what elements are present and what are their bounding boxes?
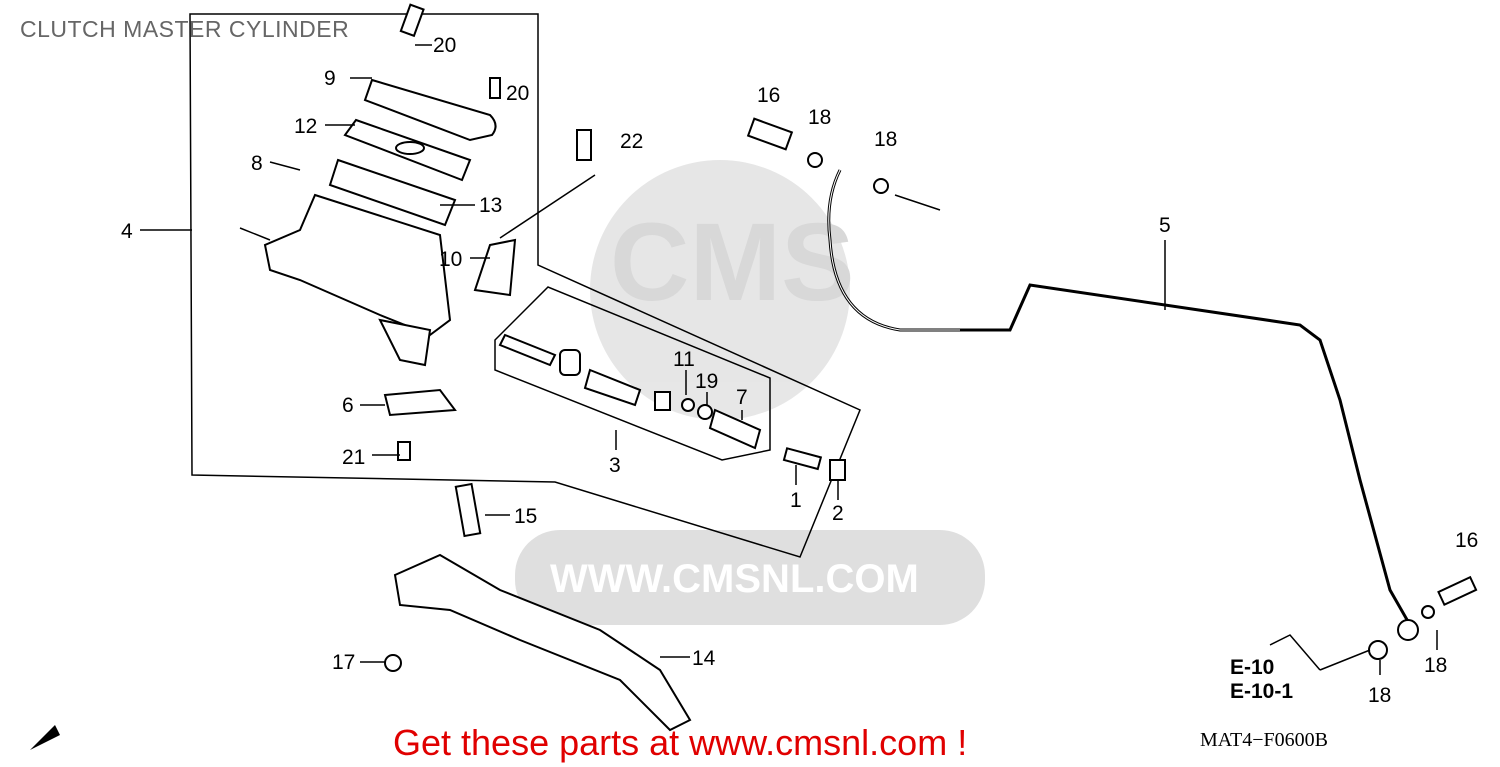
part-label: 20: [433, 34, 456, 57]
promo-link[interactable]: Get these parts at www.cmsnl.com !: [393, 722, 968, 763]
reference-label: E-10: [1230, 656, 1274, 679]
part-label: 16: [757, 84, 780, 107]
part-label: 15: [514, 505, 537, 528]
part-label: 7: [736, 386, 748, 409]
part-label: 21: [342, 446, 365, 469]
watermark-logo: WWW.CMSNL.COM CMS: [515, 160, 985, 625]
part-label: 18: [1424, 654, 1447, 677]
leader-lines: [30, 44, 1438, 750]
watermark-logo-text: CMS: [610, 201, 854, 324]
part-label: 9: [324, 67, 336, 90]
part-label: 19: [695, 370, 718, 393]
front-arrow-icon: [30, 725, 60, 750]
part-label: 1: [790, 489, 802, 512]
master-cylinder-group-frame: [189, 13, 861, 558]
part-label: 12: [294, 115, 317, 138]
part-label: 3: [609, 454, 621, 477]
piston-kit-frame: [494, 286, 771, 461]
part-label: 20: [506, 82, 529, 105]
part-label: 18: [874, 128, 897, 151]
part-label: 18: [808, 106, 831, 129]
part-label: 22: [620, 130, 643, 153]
part-label: 8: [251, 152, 263, 175]
part-label: 16: [1455, 529, 1478, 552]
part-label: 5: [1159, 214, 1171, 237]
part-label: 13: [479, 194, 502, 217]
part-label: 6: [342, 394, 354, 417]
part-label: 17: [332, 651, 355, 674]
part-label: 4: [121, 220, 133, 243]
part-label: 14: [692, 647, 716, 670]
reference-label: E-10-1: [1230, 680, 1293, 703]
page-title: CLUTCH MASTER CYLINDER: [20, 16, 350, 42]
part-label: 11: [673, 348, 695, 371]
part-label: 10: [439, 248, 462, 271]
part-label: 2: [832, 502, 844, 525]
diagram-code: MAT4−F0600B: [1200, 729, 1328, 751]
part-labels: 20 9 20 12 22 16 18 18 8 13 5 4 10 11 19…: [121, 34, 1478, 751]
part-label: 18: [1368, 684, 1391, 707]
watermark-text: WWW.CMSNL.COM: [550, 557, 919, 601]
part-shapes: [263, 3, 1478, 732]
